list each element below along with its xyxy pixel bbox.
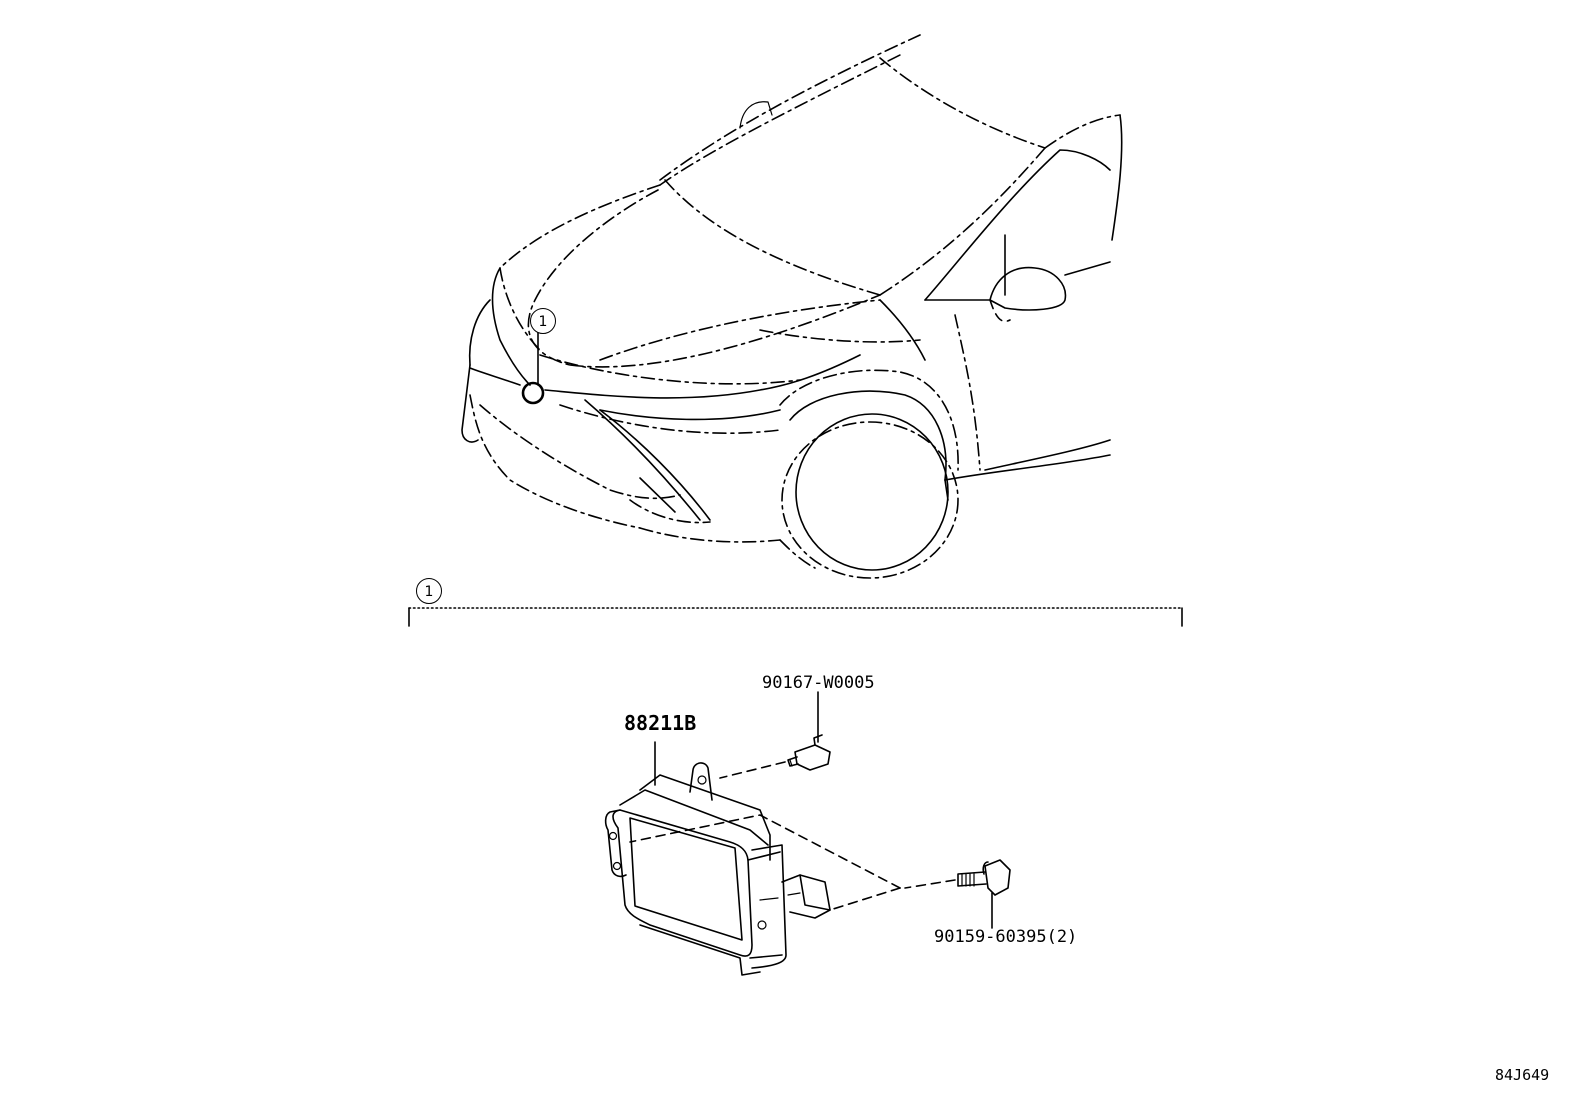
part-number-main-unit: 88211B <box>624 711 697 735</box>
callout-ref-bracket: 1 <box>416 578 442 604</box>
vehicle-illustration <box>461 34 1123 579</box>
part-number-bolt-top: 90167-W0005 <box>762 673 875 693</box>
part-number-bolt-bottom: 90159-60395(2) <box>934 927 1078 947</box>
callout-ref-top: 1 <box>530 308 556 334</box>
detail-bracket <box>408 607 1183 627</box>
bolt-top <box>719 691 831 779</box>
radar-sensor-unit <box>604 741 831 976</box>
bolt-bottom <box>629 814 1011 929</box>
figure-code: 84J649 <box>1495 1066 1550 1084</box>
